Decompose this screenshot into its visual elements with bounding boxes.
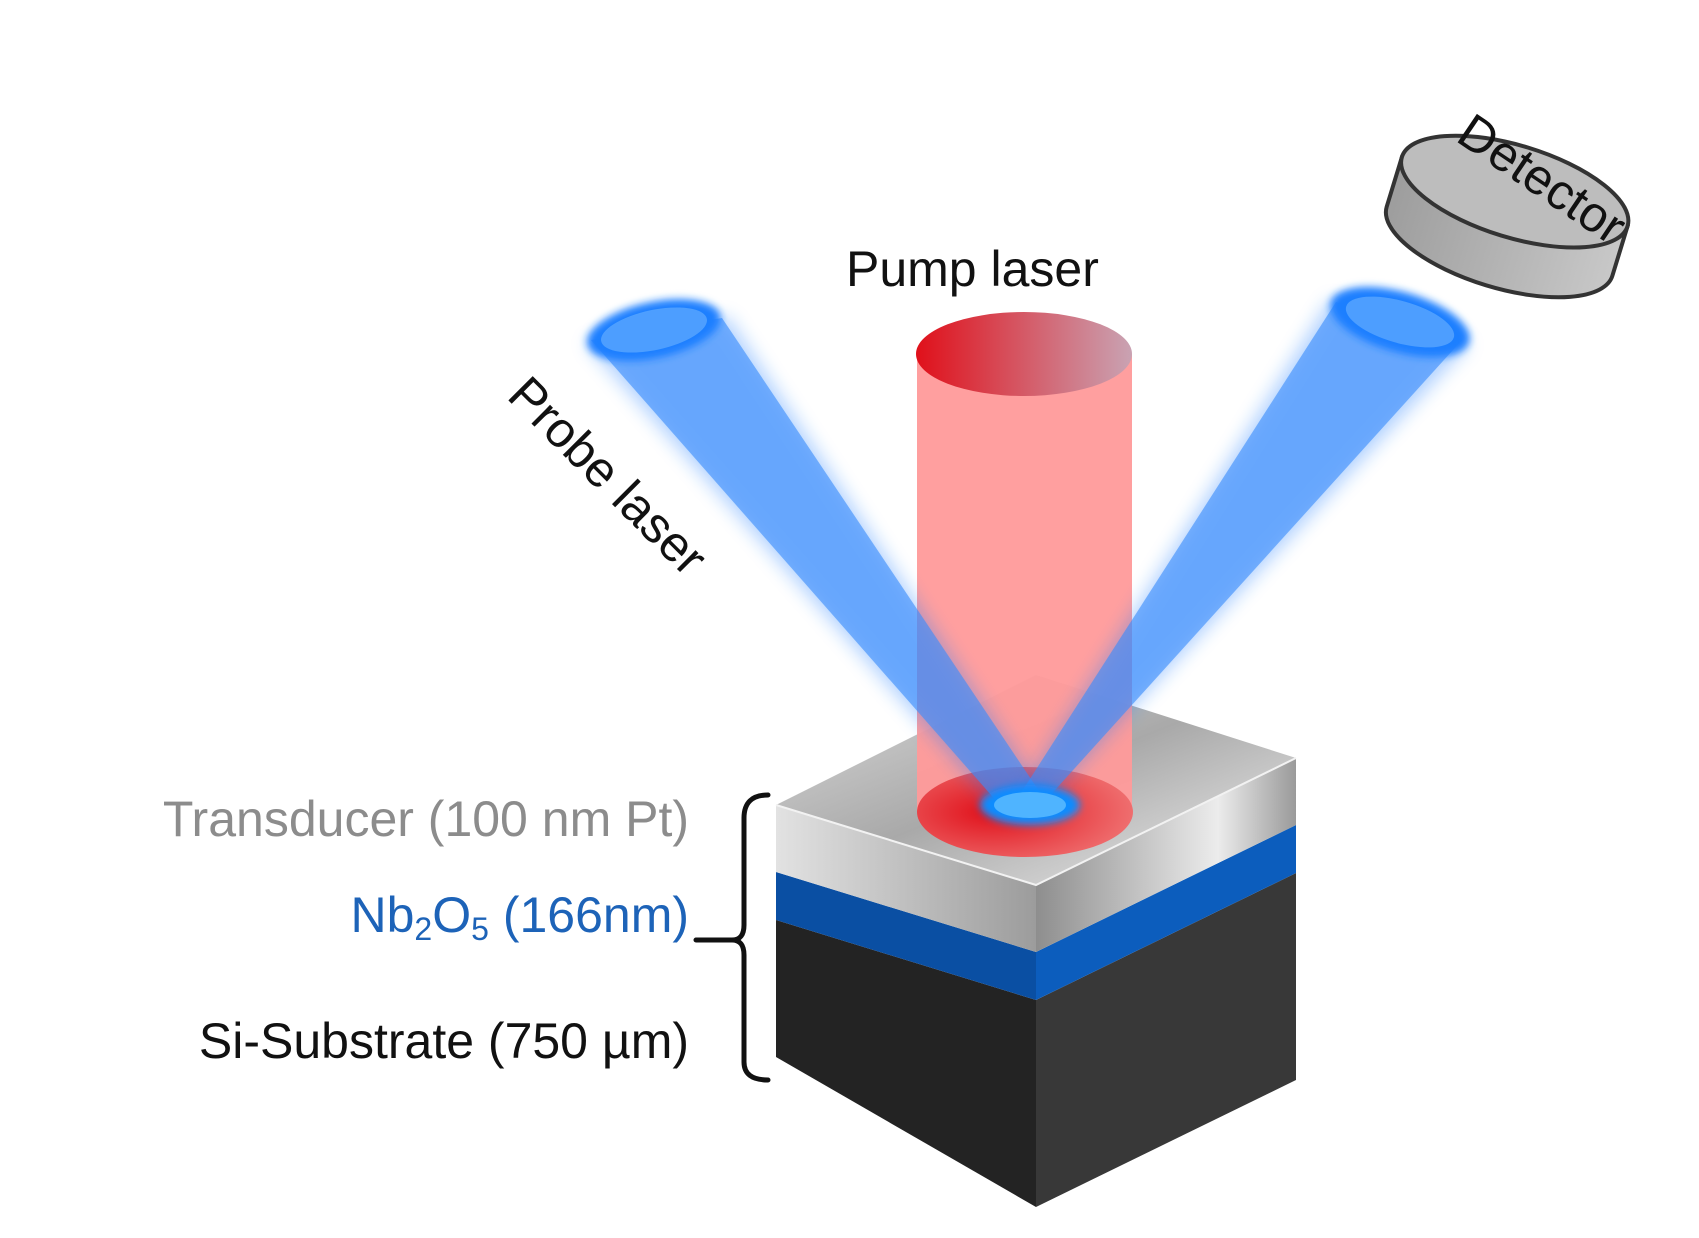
reflected-beam: [1008, 286, 1470, 812]
substrate-label: Si-Substrate (750 µm): [198, 1013, 689, 1069]
pump-laser-label: Pump laser: [846, 241, 1099, 297]
oxide-thickness: (166nm): [488, 887, 689, 943]
transducer-label: Transducer (100 nm Pt): [162, 791, 689, 847]
transducer-left-face: [776, 805, 1036, 952]
substrate-right-face: [1036, 873, 1296, 1207]
oxide-formula-sub1: 2: [414, 911, 433, 947]
probe-laser-beam: [585, 299, 1047, 814]
detector: [1383, 133, 1631, 300]
oxide-formula-nb: Nb: [350, 887, 415, 943]
layer-bracket: [693, 792, 771, 1083]
substrate-left-face: [776, 920, 1036, 1207]
oxide-right-face: [1036, 825, 1296, 1000]
oxide-left-face: [776, 872, 1036, 1000]
oxide-label: Nb2O5 (166nm): [351, 886, 690, 948]
detector-face: [1399, 133, 1631, 250]
transducer-right-face: [1036, 758, 1296, 952]
oxide-formula-o: O: [432, 887, 472, 943]
oxide-formula-sub2: 5: [471, 911, 489, 947]
pump-beam-top: [916, 312, 1132, 396]
